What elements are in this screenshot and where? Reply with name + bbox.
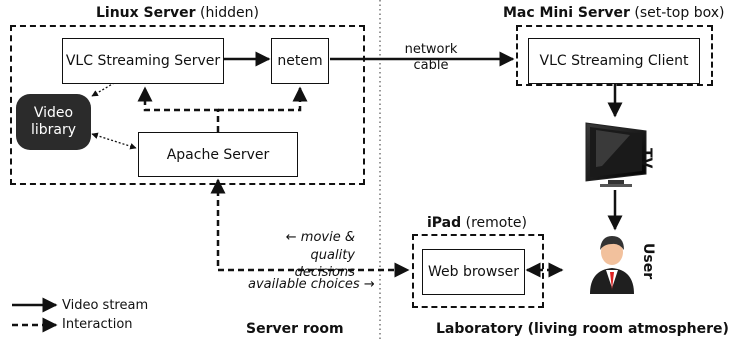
movie-quality-label: ← movie & quality decisions: [285, 230, 355, 281]
linux-server-title: Linux Server (hidden): [96, 5, 259, 21]
web-browser-label: Web browser: [428, 264, 519, 280]
netem-label: netem: [277, 53, 323, 69]
user-icon: [590, 236, 634, 294]
mac-mini-title: Mac Mini Server (set-top box): [503, 5, 725, 21]
tv-label: TV: [638, 148, 654, 169]
edge-apache-ipad: [210, 178, 410, 278]
ipad-title: iPad (remote): [427, 215, 527, 231]
linux-server-group: [10, 25, 365, 185]
laboratory-label: Laboratory (living room atmosphere): [436, 321, 729, 337]
vlc-streaming-server-label: VLC Streaming Server: [65, 53, 221, 69]
server-room-label: Server room: [246, 321, 344, 337]
video-library-label-line1: Video: [33, 104, 74, 121]
tv-icon: [585, 122, 647, 187]
edge-apache-to-netem: [218, 86, 308, 112]
video-library-node: Video library: [16, 94, 91, 150]
apache-server-label: Apache Server: [166, 146, 270, 163]
network-cable-label: network cable: [404, 42, 458, 74]
vlc-streaming-client-node: VLC Streaming Client: [528, 38, 700, 84]
netem-node: netem: [271, 38, 329, 84]
edge-apache-to-vlc: [137, 86, 220, 132]
legend-interaction-label: Interaction: [62, 317, 133, 332]
user-label: User: [640, 243, 656, 280]
apache-server-node: Apache Server: [138, 132, 298, 177]
ipad-group: [412, 234, 544, 308]
available-choices-label: available choices →: [248, 277, 375, 292]
mac-mini-group: [516, 25, 713, 86]
web-browser-node: Web browser: [422, 249, 525, 295]
vlc-streaming-client-label: VLC Streaming Client: [539, 53, 689, 69]
legend-video-stream-label: Video stream: [62, 298, 149, 313]
video-library-label-line2: library: [30, 122, 77, 138]
vlc-streaming-server-node: VLC Streaming Server: [62, 38, 224, 84]
